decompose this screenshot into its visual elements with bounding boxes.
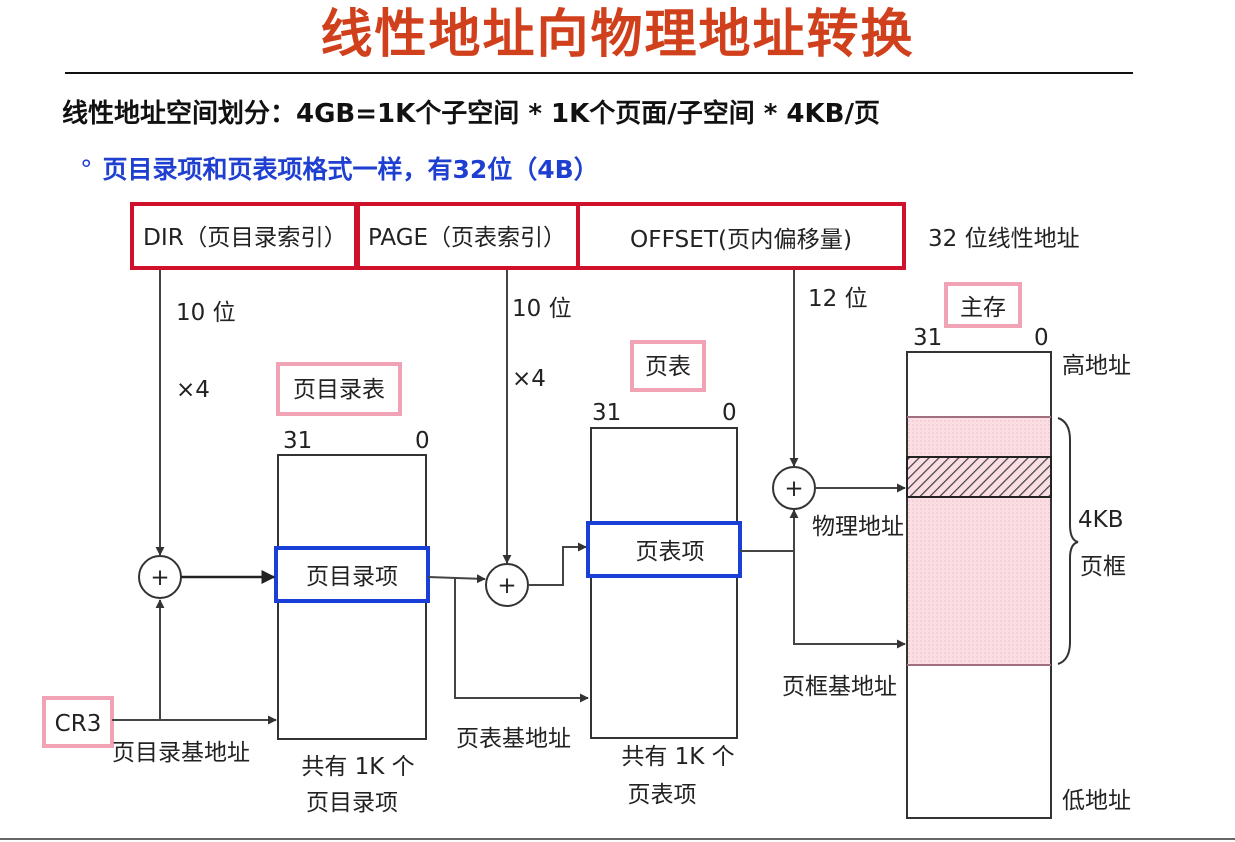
page-table-entry-to-frame-base-arrow [740, 550, 906, 649]
page-directory-title-box [276, 362, 402, 416]
linear-address-caption: 32 位线性地址 [928, 226, 1080, 252]
high-address-label: 高地址 [1062, 353, 1131, 379]
page-directory-entry: 页目录项 [306, 564, 398, 590]
page-table-entry-box [586, 521, 742, 578]
main-memory: 主存 31 0 高地址 低地址 4KB 页框 物理地址 页框基地址 [782, 282, 1131, 819]
adder-offset: + [772, 466, 816, 510]
dir-field-label: DIR（页目录索引） [143, 225, 347, 251]
page-directory-entry-box [274, 546, 430, 603]
adder-page: + [485, 563, 529, 607]
main-memory-bit-high: 31 [913, 325, 942, 351]
cr3-base-label: 页目录基地址 [112, 740, 250, 766]
adder-dir: + [138, 555, 182, 599]
page-table-bit-high: 31 [592, 400, 621, 426]
page-field-label: PAGE（页表索引） [368, 225, 566, 251]
cr3-box [42, 696, 114, 748]
title-divider [65, 72, 1133, 74]
page-table-count-line2: 页表项 [628, 782, 697, 808]
offset-bits-label: 12 位 [808, 286, 868, 312]
address-space-partition: 线性地址空间划分：4GB=1K个子空间 * 1K个页面/子空间 * 4KB/页 [62, 99, 880, 129]
page-bits-label: 10 位 [512, 296, 572, 322]
page-table-title: 页表 [645, 354, 691, 380]
page-directory-bit-low: 0 [415, 428, 430, 454]
page-table-bit-low: 0 [722, 400, 737, 426]
frame-size-label: 4KB [1078, 507, 1124, 533]
bullet-text: 页目录项和页表项格式一样，有32位（4B） [102, 155, 599, 184]
main-memory-bit-low: 0 [1034, 325, 1049, 351]
low-address-label: 低地址 [1062, 788, 1131, 814]
page-table-title-box [630, 340, 706, 392]
page-times4-label: ×4 [512, 366, 546, 392]
frame-label: 页框 [1080, 554, 1126, 580]
page-table-body [590, 427, 738, 739]
page-directory-count-line2: 页目录项 [306, 790, 398, 816]
main-memory-title: 主存 [960, 295, 1006, 321]
adder-dir-symbol: + [150, 565, 169, 591]
page-table-base-label: 页表基地址 [456, 726, 571, 752]
connectors [112, 270, 906, 725]
offset-field-label: OFFSET(页内偏移量) [630, 227, 852, 253]
directory-entry-to-page-table-base-arrow [454, 577, 589, 703]
adder-page-symbol: + [497, 573, 516, 599]
page-directory-title: 页目录表 [293, 377, 385, 403]
offset-field-box [576, 202, 906, 270]
bottom-divider [0, 838, 1235, 840]
directory-entry-to-adder-arrow [427, 574, 486, 584]
dir-times4-label: ×4 [176, 377, 210, 403]
adder-offset-symbol: + [784, 476, 803, 502]
cr3-register: CR3 页目录基地址 [42, 696, 250, 766]
linear-address-bar: DIR（页目录索引） PAGE（页表索引） OFFSET(页内偏移量) 32 位… [130, 202, 1080, 270]
page-frame-region [908, 417, 1050, 665]
physical-address-label: 物理地址 [812, 514, 904, 540]
page-directory-table: 页目录表 31 0 页目录项 共有 1K 个 页目录项 [274, 362, 430, 816]
bullet-entry-format: ° 页目录项和页表项格式一样，有32位（4B） [80, 152, 599, 188]
addressed-word [906, 456, 1052, 498]
page-table-count-line1: 共有 1K 个 [621, 744, 734, 770]
cr3-label: CR3 [55, 711, 102, 737]
main-memory-title-box [944, 282, 1022, 328]
adder-to-page-table-entry-arrow [528, 542, 587, 586]
page-table-entry: 页表项 [636, 539, 705, 565]
slide-title: 线性地址向物理地址转换 [320, 5, 915, 65]
page-frame-brace [1057, 417, 1079, 665]
bullet-icon: ° [80, 155, 93, 184]
page-directory-bit-high: 31 [283, 428, 312, 454]
frame-base-label: 页框基地址 [782, 674, 897, 700]
page-directory-count-line1: 共有 1K 个 [301, 754, 414, 780]
dir-bits-label: 10 位 [176, 300, 236, 326]
page-table: 页表 31 0 页表项 共有 1K 个 页表项 页表基地址 [456, 340, 742, 808]
